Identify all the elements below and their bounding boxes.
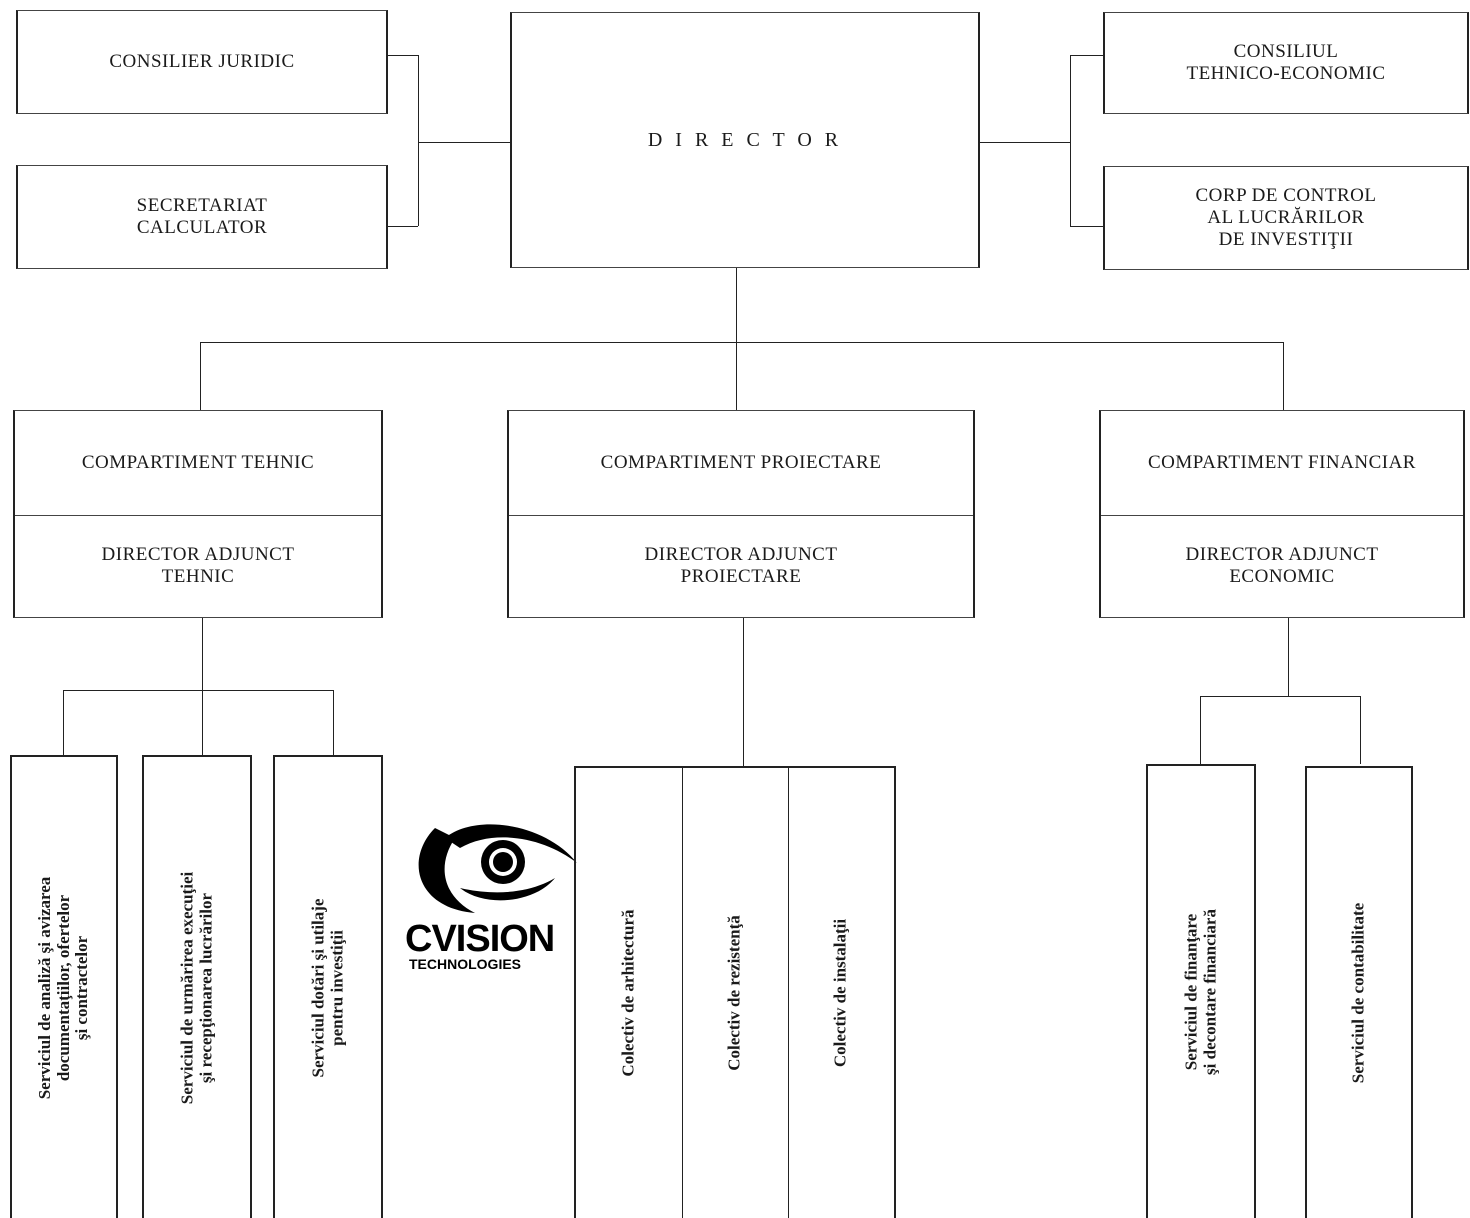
unit-label: Serviciul de finanţare şi decontare fina…: [1181, 909, 1219, 1075]
divider: [682, 768, 683, 1218]
department-title: COMPARTIMENT FINANCIAR: [1101, 411, 1463, 516]
connector: [1200, 696, 1201, 764]
department-deputy: DIRECTOR ADJUNCT TEHNIC: [101, 544, 295, 587]
connector: [743, 618, 744, 766]
connector: [202, 690, 203, 755]
unit-label: Serviciul dotări şi utilaje pentru inves…: [308, 898, 346, 1077]
department-title: COMPARTIMENT TEHNIC: [15, 411, 381, 516]
compartiment-financiar-box: COMPARTIMENT FINANCIAR DIRECTOR ADJUNCT …: [1099, 410, 1465, 618]
unit-label: Colectiv de rezistenţă: [724, 915, 744, 1071]
connector: [418, 142, 510, 143]
unit-label: Serviciul de contabilitate: [1348, 902, 1368, 1084]
unit-label: Colectiv de instalaţii: [830, 918, 850, 1068]
eye-icon: [418, 824, 577, 913]
department-deputy: DIRECTOR ADJUNCT ECONOMIC: [1185, 544, 1379, 587]
tehnic-unit-box: Serviciul de urmărirea execuţiei şi rece…: [142, 755, 252, 1218]
cvision-logo: CVISION TECHNOLOGIES: [405, 818, 585, 972]
director-box: D I R E C T O R: [510, 12, 980, 268]
proiectare-unit: Colectiv de rezistenţă: [682, 768, 788, 1218]
logo-subtitle: TECHNOLOGIES: [409, 956, 522, 972]
secretariat-calculator-box: SECRETARIAT CALCULATOR: [16, 165, 388, 269]
connector: [388, 226, 418, 227]
compartiment-proiectare-box: COMPARTIMENT PROIECTARE DIRECTOR ADJUNCT…: [507, 410, 975, 618]
connector: [200, 342, 201, 410]
unit-label: Serviciul de urmărirea execuţiei şi rece…: [177, 871, 215, 1104]
connector: [1200, 696, 1360, 697]
department-title: COMPARTIMENT PROIECTARE: [509, 411, 973, 516]
connector: [202, 618, 203, 690]
financiar-unit-box: Serviciul de finanţare şi decontare fina…: [1146, 764, 1256, 1218]
tehnic-unit-box: Serviciul dotări şi utilaje pentru inves…: [273, 755, 383, 1218]
connector: [418, 55, 419, 226]
connector: [1283, 342, 1284, 410]
consilier-juridic-box: CONSILIER JURIDIC: [16, 10, 388, 114]
connector: [388, 55, 418, 56]
proiectare-unit: Colectiv de instalaţii: [788, 768, 894, 1218]
connector: [1070, 55, 1071, 226]
logo-word: CVISION: [405, 918, 555, 960]
connector: [736, 342, 737, 410]
compartiment-tehnic-box: COMPARTIMENT TEHNIC DIRECTOR ADJUNCT TEH…: [13, 410, 383, 618]
connector: [200, 342, 1283, 343]
connector: [1360, 696, 1361, 764]
department-deputy: DIRECTOR ADJUNCT PROIECTARE: [644, 544, 838, 587]
corp-control-box: CORP DE CONTROL AL LUCRĂRILOR DE INVESTI…: [1103, 166, 1469, 270]
proiectare-unit: Colectiv de arhitectură: [576, 768, 682, 1218]
connector: [1288, 618, 1289, 696]
connector: [333, 690, 334, 755]
divider: [788, 768, 789, 1218]
proiectare-group-box: Colectiv de arhitectură Colectiv de rezi…: [574, 766, 896, 1218]
connector: [1070, 55, 1103, 56]
connector: [736, 268, 737, 342]
tehnic-unit-box: Serviciul de analiză şi avizarea documen…: [10, 755, 118, 1218]
unit-label: Serviciul de analiză şi avizarea documen…: [34, 876, 92, 1099]
unit-label: Colectiv de arhitectură: [618, 909, 638, 1077]
connector: [980, 142, 1070, 143]
connector: [63, 690, 64, 755]
connector: [1070, 226, 1103, 227]
consiliul-tehnico-economic-box: CONSILIUL TEHNICO-ECONOMIC: [1103, 12, 1469, 114]
connector: [63, 690, 333, 691]
financiar-unit-box: Serviciul de contabilitate: [1305, 766, 1413, 1218]
